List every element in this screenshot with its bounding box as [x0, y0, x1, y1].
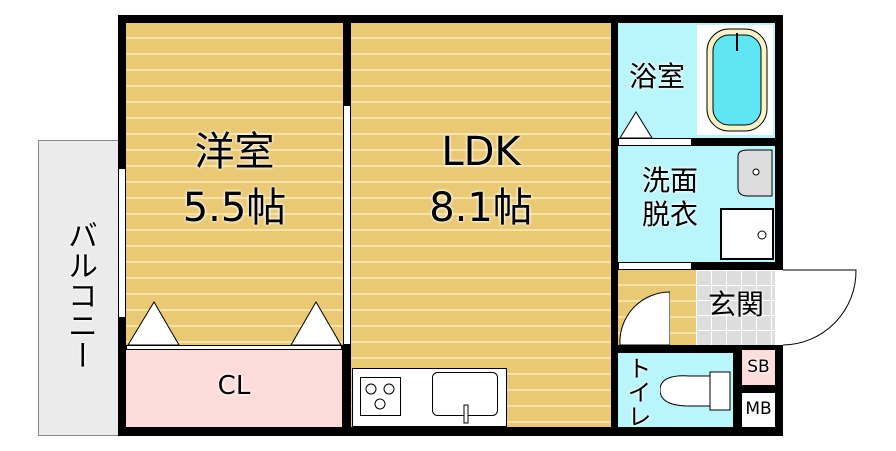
washroom-label-2: 脱衣	[641, 198, 698, 231]
balcony-label: バルコニー	[62, 220, 97, 370]
entrance-door[interactable]	[775, 270, 783, 345]
sliding-door[interactable]	[343, 105, 351, 345]
front-door-swing-icon[interactable]	[782, 269, 862, 347]
ldk-name: LDK	[441, 129, 521, 175]
western-room-size: 5.5帖	[182, 185, 287, 231]
entrance-label: 玄関	[707, 288, 764, 321]
washbasin-icon	[737, 149, 773, 197]
toilet-door-icon[interactable]	[618, 290, 670, 346]
closet-label: CL	[217, 371, 251, 401]
washroom-label-1: 洗面	[641, 164, 698, 197]
bath-door-icon	[619, 111, 653, 139]
meterbox-label: MB	[745, 399, 772, 419]
closet-door-icon	[127, 301, 342, 346]
bathtub-icon	[697, 25, 773, 135]
meterbox	[742, 393, 775, 427]
closet	[126, 350, 342, 427]
bathroom-label: 浴室	[628, 60, 685, 93]
washing-machine-icon	[720, 208, 774, 260]
western-room	[126, 23, 343, 345]
sink-icon	[432, 372, 498, 424]
shoebox-label: SB	[747, 357, 770, 377]
western-window[interactable]	[118, 168, 126, 318]
balcony	[38, 140, 120, 436]
ldk-size: 8.1帖	[429, 185, 533, 231]
ldk-room	[351, 23, 611, 427]
stove-icon	[360, 377, 401, 416]
entrance	[696, 270, 775, 345]
western-room-name: 洋室	[194, 129, 275, 175]
toilet-label: トイレ	[623, 356, 651, 428]
toilet-icon	[660, 371, 731, 411]
shoebox	[742, 350, 775, 385]
